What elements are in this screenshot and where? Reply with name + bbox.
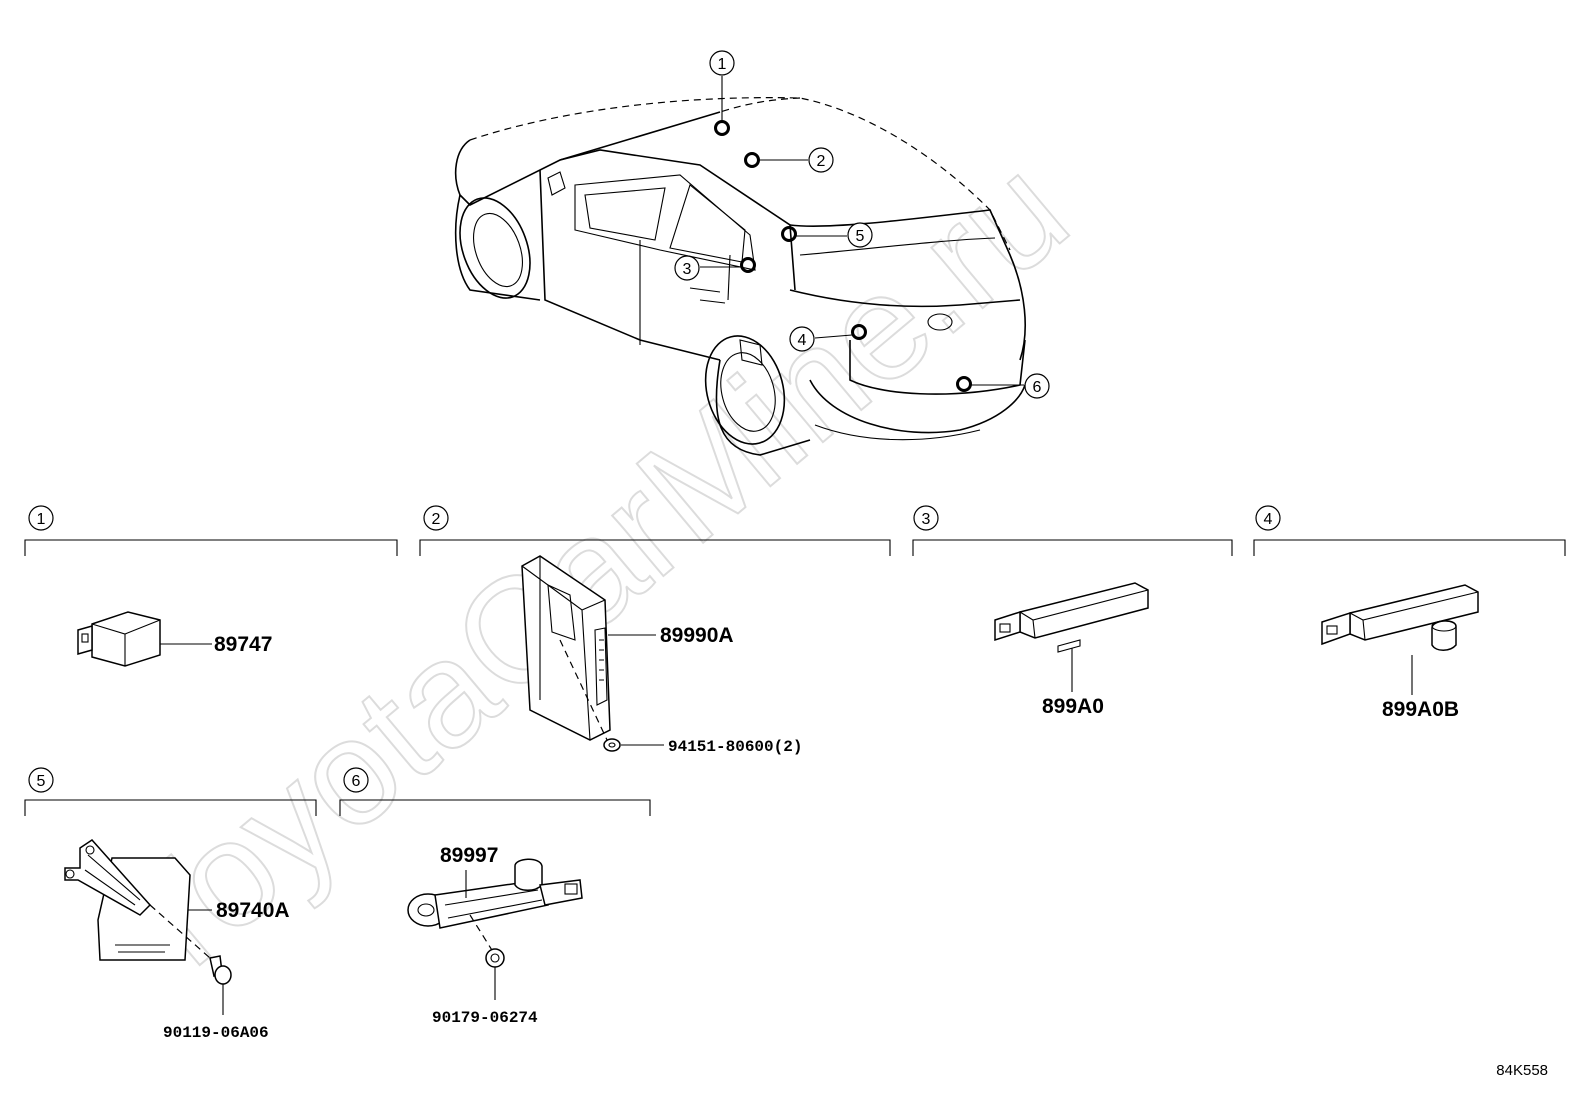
part-number-90119-06A06: 90119-06A06	[163, 1024, 269, 1042]
svg-text:6: 6	[352, 773, 361, 790]
part-94151-nut	[603, 738, 664, 752]
section-6-header: 6	[339, 767, 651, 816]
vehicle-overview	[454, 97, 1026, 456]
svg-text:2: 2	[817, 153, 826, 170]
part-number-89747: 89747	[214, 633, 272, 656]
part-number-89997: 89997	[440, 844, 498, 867]
part-number-90179-06274: 90179-06274	[432, 1009, 538, 1027]
part-number-89740A: 89740A	[216, 899, 290, 922]
callout-1: 1	[709, 50, 735, 121]
svg-text:5: 5	[37, 773, 46, 790]
svg-text:5: 5	[856, 228, 865, 245]
svg-text:6: 6	[1033, 379, 1042, 396]
svg-text:3: 3	[922, 511, 931, 528]
svg-text:4: 4	[1264, 511, 1273, 528]
section-5-header: 5	[24, 767, 317, 816]
section-2-header: 2	[419, 505, 891, 556]
part-899A0B-antenna	[1321, 584, 1479, 695]
part-number-899A0: 899A0	[1042, 695, 1104, 718]
callout-4: 4	[789, 326, 853, 352]
callout-3: 3	[674, 255, 741, 281]
svg-text:4: 4	[798, 332, 807, 349]
callout-markers	[714, 120, 972, 392]
diagram-code: 84K558	[1496, 1062, 1548, 1079]
callout-2: 2	[759, 147, 834, 173]
part-89997-sensor-arm	[407, 858, 583, 956]
part-89990A-module	[521, 555, 656, 743]
svg-text:1: 1	[718, 56, 727, 73]
part-89747-relay	[77, 611, 212, 667]
part-number-899A0B: 899A0B	[1382, 698, 1459, 721]
svg-text:3: 3	[683, 261, 692, 278]
part-899A0-antenna	[994, 582, 1149, 692]
callout-6: 6	[971, 373, 1050, 399]
section-3-header: 3	[912, 505, 1233, 556]
part-number-94151-80600: 94151-80600(2)	[668, 738, 802, 756]
part-90179-nut	[485, 948, 505, 1000]
svg-text:1: 1	[37, 511, 46, 528]
watermark: ToyotaCarMine.ru	[83, 125, 1098, 1015]
section-1-header: 1	[24, 505, 398, 556]
callout-5: 5	[796, 222, 873, 248]
part-89740A-sensor	[64, 839, 212, 961]
part-number-89990A: 89990A	[660, 624, 734, 647]
section-4-header: 4	[1253, 505, 1566, 556]
part-90119-bolt	[209, 955, 232, 1015]
svg-text:2: 2	[432, 511, 441, 528]
